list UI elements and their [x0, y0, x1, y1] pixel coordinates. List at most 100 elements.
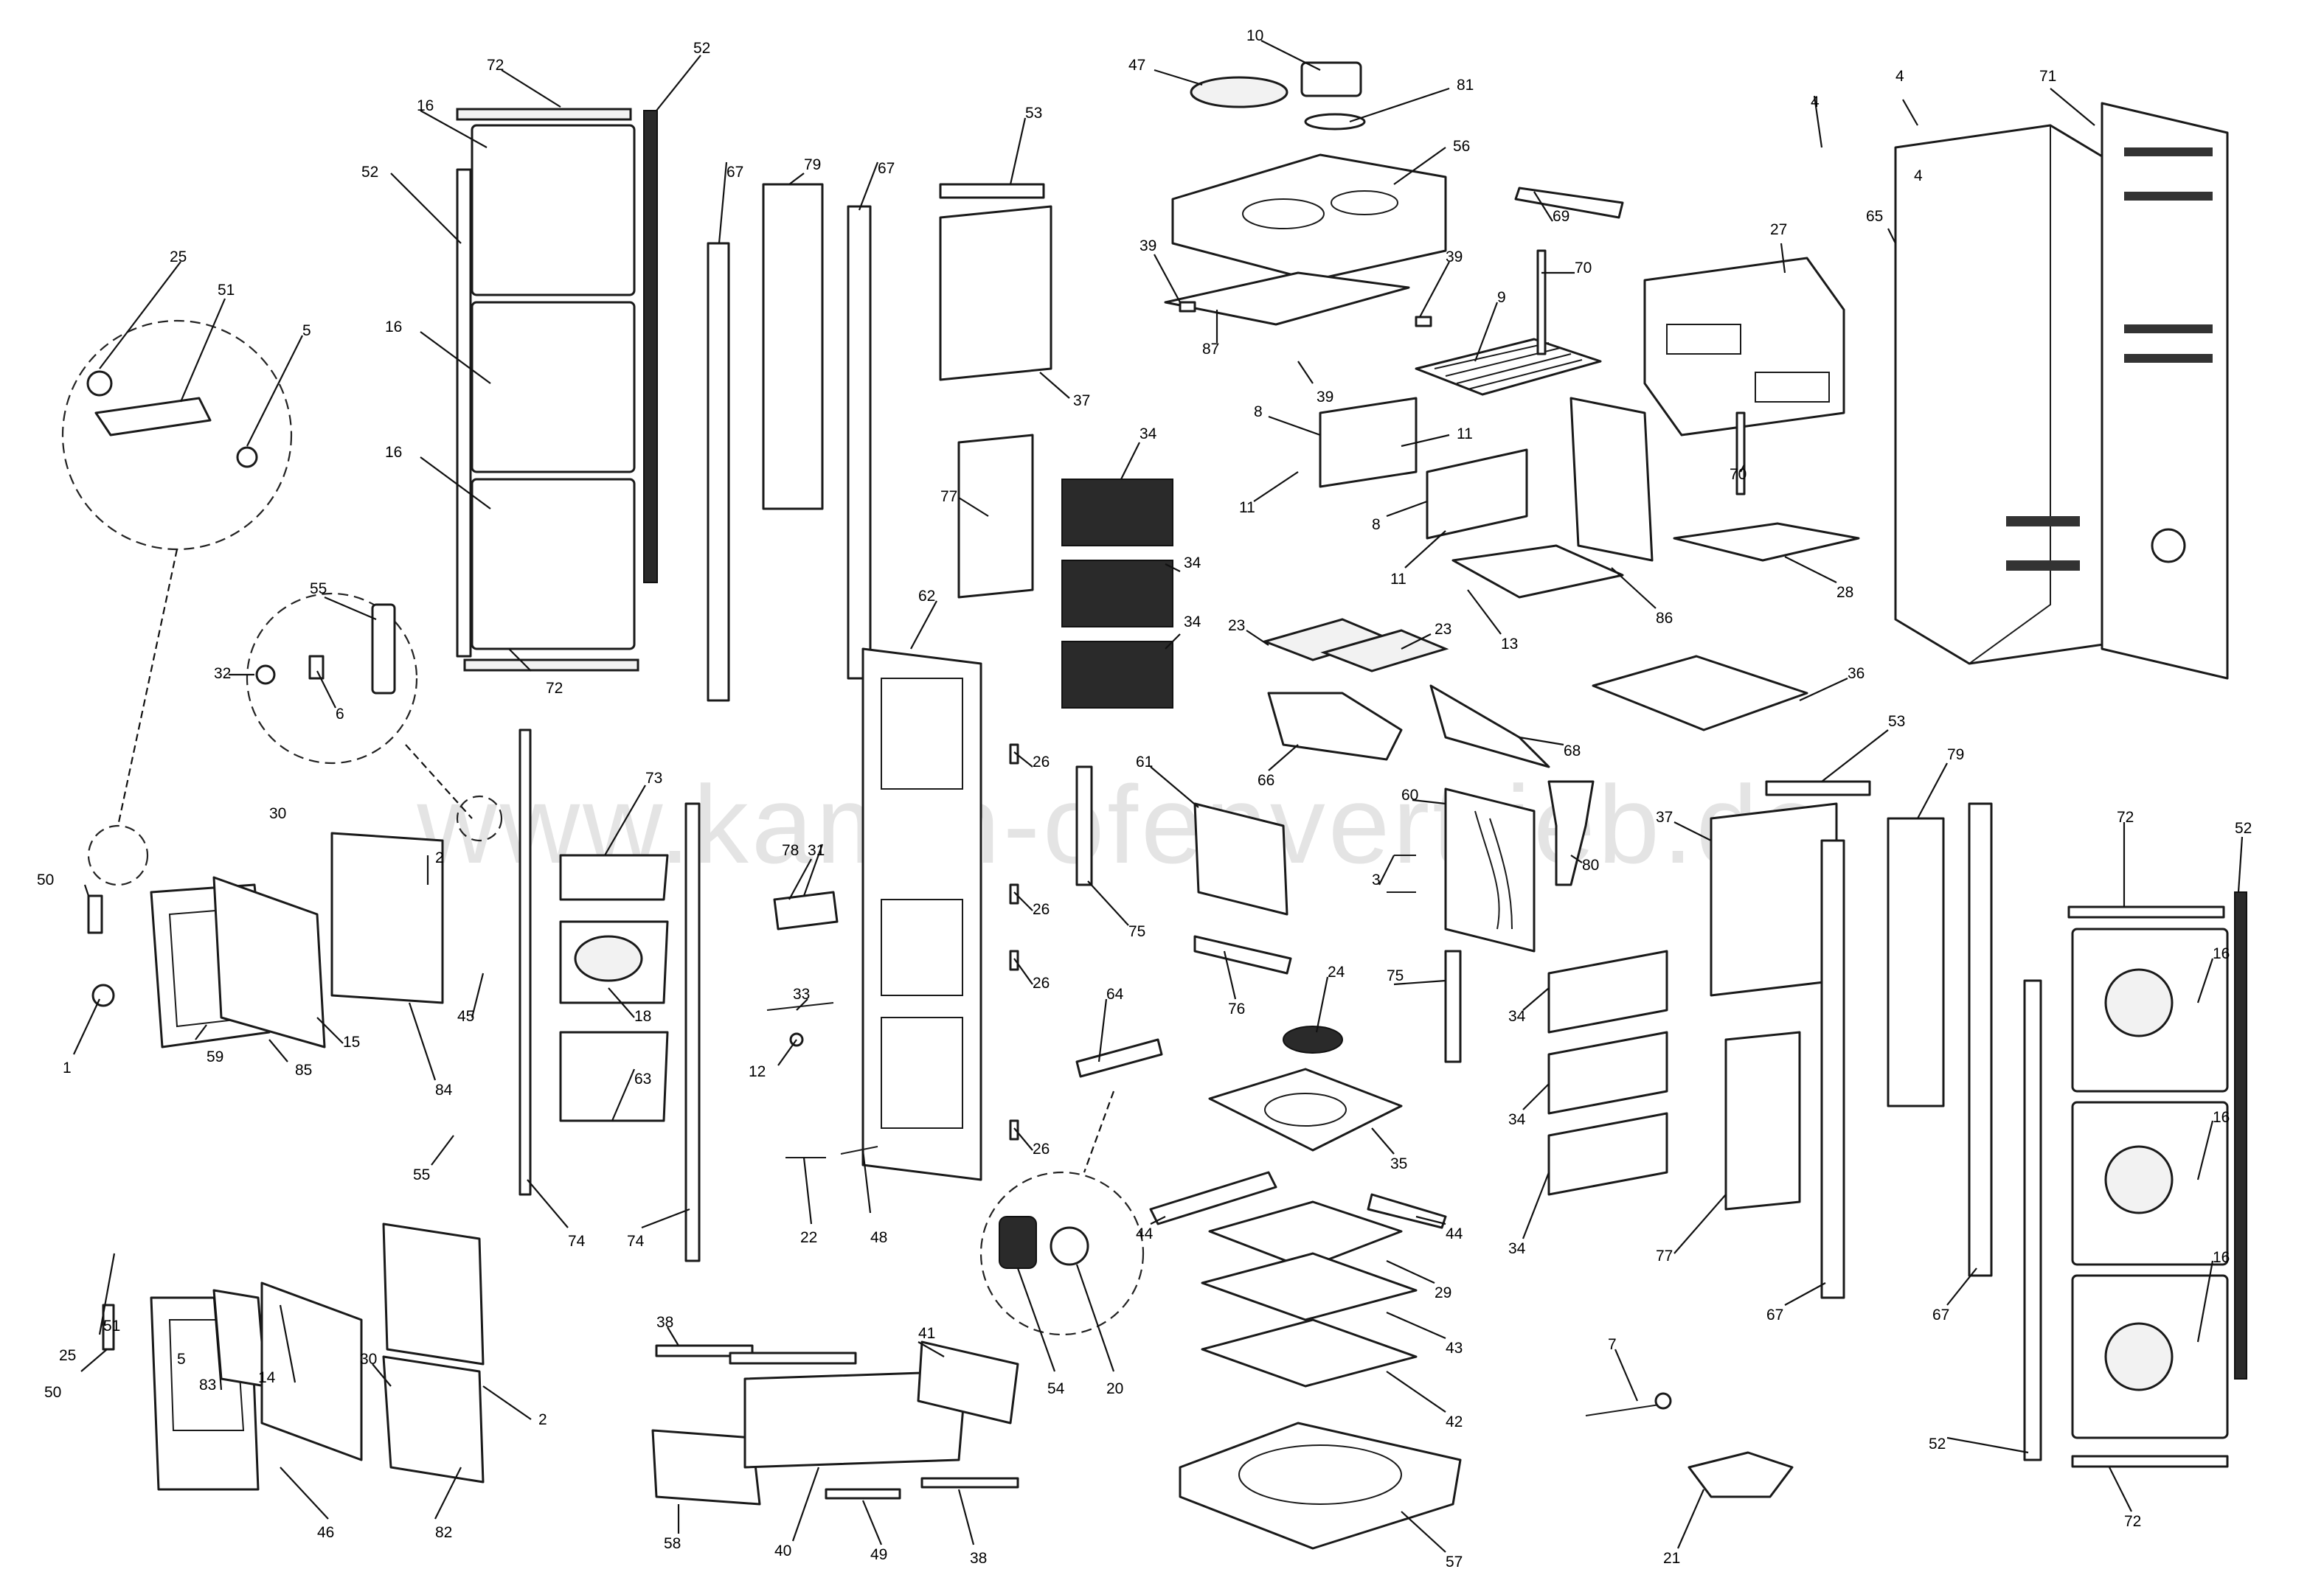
label-25: 25 [170, 248, 187, 265]
label-26: 26 [1033, 1141, 1050, 1158]
label-51: 51 [218, 282, 235, 299]
label-59: 59 [207, 1048, 223, 1065]
label-28: 28 [1836, 584, 1853, 601]
label-82: 82 [435, 1524, 452, 1541]
label-29: 29 [1435, 1284, 1451, 1301]
label-83: 83 [199, 1377, 216, 1394]
center-grilles [1061, 479, 1173, 709]
label-4: 4 [1914, 167, 1923, 184]
firebox-liners [1261, 618, 1808, 768]
label-16: 16 [2213, 1249, 2230, 1266]
label-70: 70 [1730, 466, 1747, 483]
label-76: 76 [1228, 1001, 1245, 1018]
label-44: 44 [1446, 1225, 1463, 1242]
label-65: 65 [1866, 208, 1883, 225]
label-86: 86 [1656, 610, 1673, 627]
label-72: 72 [487, 57, 504, 74]
label-72: 72 [546, 680, 563, 697]
label-52: 52 [693, 40, 710, 57]
part-labels: 72 52 16 52 16 16 72 25 51 5 55 32 6 30 … [37, 27, 2252, 1571]
label-14: 14 [258, 1369, 276, 1386]
label-38: 38 [970, 1550, 987, 1567]
label-23: 23 [1435, 621, 1451, 638]
label-26: 26 [1033, 901, 1050, 918]
main-front-frame [861, 647, 982, 1181]
rear-housing [1894, 102, 2229, 680]
label-35: 35 [1390, 1155, 1407, 1172]
label-74: 74 [568, 1233, 586, 1250]
label-64: 64 [1106, 986, 1124, 1003]
label-81: 81 [1457, 77, 1474, 94]
label-7: 7 [1608, 1336, 1617, 1353]
label-47: 47 [1128, 57, 1145, 74]
label-11: 11 [1457, 425, 1473, 442]
label-4: 4 [1895, 68, 1904, 85]
ash-drawer [651, 1340, 1019, 1506]
sensor-and-pad [1585, 1392, 1794, 1498]
label-24: 24 [1328, 964, 1345, 981]
label-57: 57 [1446, 1554, 1463, 1571]
center-side-rails [707, 183, 872, 702]
label-27: 27 [1770, 221, 1787, 238]
label-48: 48 [870, 1229, 887, 1246]
label-73: 73 [645, 770, 662, 787]
label-16: 16 [385, 319, 402, 335]
label-34: 34 [1140, 425, 1157, 442]
label-30: 30 [360, 1351, 377, 1368]
label-18: 18 [634, 1008, 651, 1025]
label-26: 26 [1033, 754, 1050, 771]
label-39: 39 [1317, 389, 1333, 406]
left-side-glass-panel [456, 108, 658, 672]
label-34: 34 [1508, 1240, 1526, 1257]
leader-lines [73, 40, 2244, 1553]
label-8: 8 [1254, 403, 1263, 420]
label-52: 52 [361, 164, 378, 181]
label-50: 50 [44, 1384, 61, 1401]
label-75: 75 [1128, 923, 1145, 940]
label-61: 61 [1136, 754, 1153, 771]
label-34: 34 [1508, 1111, 1526, 1128]
top-cover-assembly [1164, 61, 1447, 327]
detail-circle-fan [979, 1171, 1145, 1336]
label-22: 22 [800, 1229, 817, 1246]
label-69: 69 [1553, 208, 1569, 225]
label-71: 71 [2039, 68, 2056, 85]
label-34: 34 [1508, 1008, 1526, 1025]
label-67: 67 [1766, 1307, 1783, 1324]
right-side-glass-panel [2023, 891, 2247, 1468]
label-42: 42 [1446, 1413, 1463, 1430]
label-55: 55 [413, 1166, 430, 1183]
label-3: 3 [1372, 872, 1381, 888]
label-16: 16 [417, 97, 434, 114]
label-30: 30 [269, 805, 286, 822]
label-77: 77 [940, 488, 957, 505]
label-46: 46 [317, 1524, 334, 1541]
label-16: 16 [385, 444, 402, 461]
label-87: 87 [1202, 341, 1219, 358]
label-25: 25 [59, 1347, 76, 1364]
lower-door-assembly [102, 1222, 485, 1491]
label-5: 5 [177, 1351, 186, 1368]
label-13: 13 [1501, 636, 1518, 653]
label-74: 74 [627, 1233, 645, 1250]
label-34: 34 [1184, 613, 1201, 630]
label-10: 10 [1246, 27, 1263, 44]
label-5: 5 [302, 322, 311, 339]
label-52: 52 [1929, 1436, 1946, 1453]
label-16: 16 [2213, 945, 2230, 962]
label-49: 49 [870, 1546, 887, 1563]
label-37: 37 [1656, 809, 1673, 826]
center-small-parts [766, 743, 1163, 1158]
label-36: 36 [1848, 665, 1865, 682]
label-2: 2 [538, 1411, 547, 1428]
label-78: 78 [782, 842, 799, 859]
label-38: 38 [656, 1314, 673, 1331]
label-80: 80 [1582, 857, 1599, 874]
label-52: 52 [2235, 820, 2252, 837]
label-79: 79 [804, 156, 821, 173]
detail-circle-hinge [61, 319, 293, 551]
oven-box [1514, 187, 1845, 495]
label-4: 4 [1811, 94, 1820, 111]
label-53: 53 [1888, 713, 1905, 730]
